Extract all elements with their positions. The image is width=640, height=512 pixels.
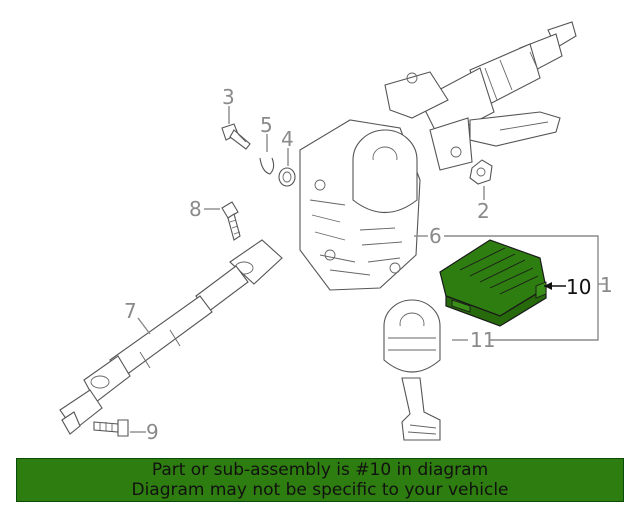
leader-lines (130, 106, 606, 433)
part-10-control-module-drawing (439, 239, 547, 327)
part-5-clip-drawing (259, 157, 275, 175)
callout-6: 6 (429, 224, 442, 248)
callout-8: 8 (189, 197, 202, 221)
callout-10: 10 (566, 275, 591, 299)
part-11-motor-drawing (383, 299, 441, 441)
callout-1: 1 (600, 273, 613, 297)
steering-column-drawing (299, 21, 577, 291)
banner-line-1: Part or sub-assembly is #10 in diagram (151, 460, 489, 480)
part-2-nut-drawing (469, 159, 493, 185)
banner-line-2: Diagram may not be specific to your vehi… (131, 480, 509, 500)
callout-4: 4 (281, 127, 294, 151)
info-banner: Part or sub-assembly is #10 in diagram D… (16, 458, 624, 502)
callout-2: 2 (477, 199, 490, 223)
bracket-1 (444, 235, 599, 341)
part-7-intermediate-shaft-drawing (59, 239, 283, 435)
callout-5: 5 (260, 113, 273, 137)
part-9-bolt-drawing (93, 419, 129, 437)
part-3-bolt-drawing (221, 123, 251, 150)
leader-10-arrowhead (544, 282, 552, 290)
callout-11: 11 (470, 328, 495, 352)
callout-7: 7 (124, 299, 137, 323)
part-8-bolt-drawing (221, 201, 241, 241)
part-4-washer-drawing (278, 167, 296, 187)
callout-3: 3 (222, 85, 235, 109)
callout-9: 9 (146, 420, 159, 444)
leader-7 (137, 317, 151, 335)
